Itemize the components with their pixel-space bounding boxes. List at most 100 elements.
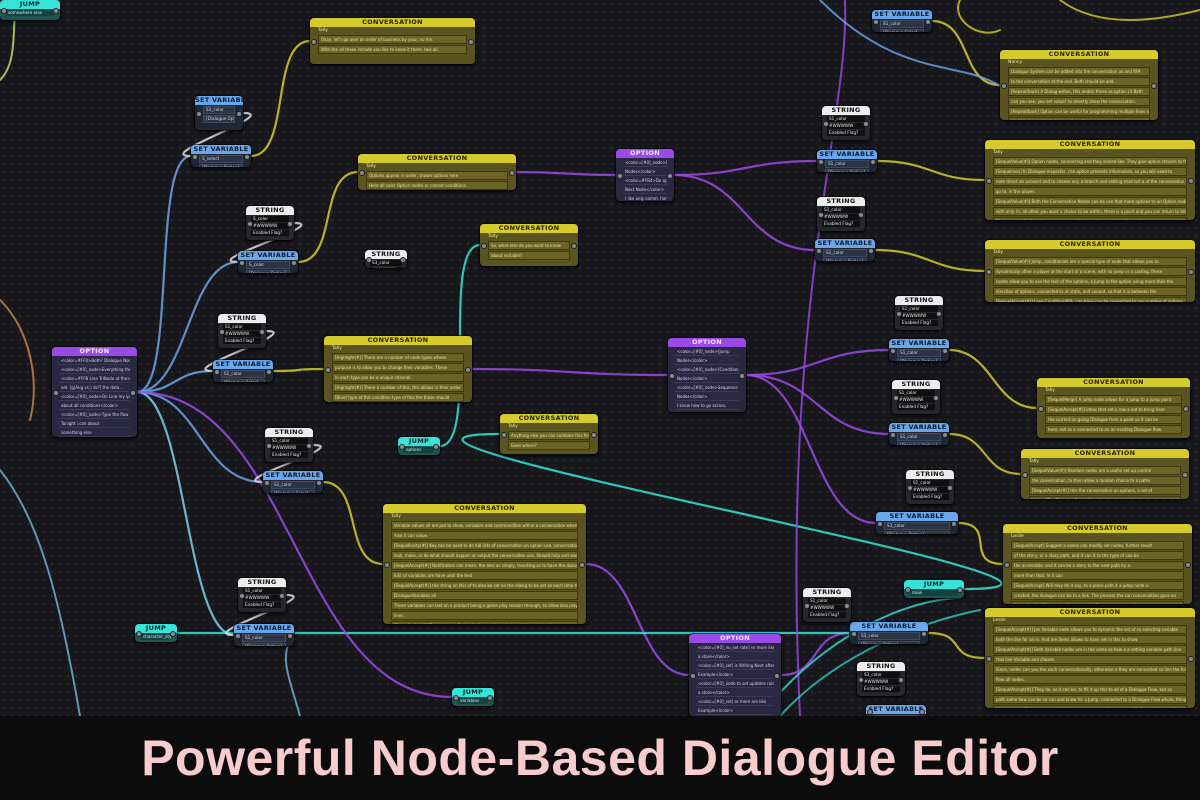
node-field[interactable]: Enabled Flag? <box>900 320 938 326</box>
node-field[interactable]: options <box>404 447 434 453</box>
node-field[interactable]: to the conversation at the end. Both sho… <box>1008 77 1150 86</box>
node-title[interactable]: CONVERSATION <box>1021 449 1189 458</box>
node-field[interactable]: variables <box>458 698 488 704</box>
node-field[interactable]: nodes allow you to use the text of the o… <box>993 277 1187 286</box>
input-pin[interactable] <box>893 395 899 401</box>
node-field[interactable]: [Dialogue Option] <box>203 115 235 123</box>
output-pin[interactable] <box>1151 83 1157 89</box>
output-pin[interactable] <box>942 348 948 354</box>
node-field[interactable]: [SequelValue(#)] Both the Conversation N… <box>993 197 1187 206</box>
output-pin[interactable] <box>936 311 942 317</box>
node-field[interactable]: [SequelValue(#)] Option nodes, connectin… <box>993 157 1187 166</box>
node-field[interactable]: Enabled Flag? <box>911 494 949 500</box>
node-field[interactable]: Enabled Flag? <box>822 221 860 227</box>
option-node[interactable]: OPTION<color=[#0]_no_set rate] vs more l… <box>689 634 781 716</box>
input-pin[interactable] <box>804 603 810 609</box>
node-field[interactable]: <color=[#0]_node>On Line my ip <box>59 394 130 401</box>
node-title[interactable]: SET VARIABLE <box>876 512 958 521</box>
node-field[interactable]: Variable values all are put to show, var… <box>391 521 578 530</box>
output-pin[interactable] <box>509 170 515 176</box>
input-pin[interactable] <box>896 311 902 317</box>
node-field[interactable]: [Dialogue Option] <box>823 258 867 261</box>
node-title[interactable]: JUMP <box>904 580 964 589</box>
node-title[interactable]: STRING <box>365 250 407 259</box>
node-title[interactable]: CONVERSATION <box>480 224 578 233</box>
node-field[interactable]: S1_color <box>911 480 949 486</box>
output-pin[interactable] <box>957 587 963 593</box>
input-pin[interactable] <box>359 170 365 176</box>
node-field[interactable]: can you see, you set value? to directly … <box>1008 97 1150 106</box>
node-field[interactable]: Enabled Flag? <box>251 230 289 236</box>
output-pin[interactable] <box>487 695 493 701</box>
output-pin[interactable] <box>919 709 925 715</box>
output-pin[interactable] <box>947 485 953 491</box>
node-field[interactable]: S1_color <box>897 433 941 441</box>
node-field[interactable]: Example</color> <box>696 707 774 715</box>
output-pin[interactable] <box>170 631 176 637</box>
node-field[interactable]: S3_color <box>874 715 918 716</box>
node-field[interactable]: flow all nodes. <box>993 675 1187 684</box>
node-field[interactable]: S1_color <box>880 20 924 28</box>
node-title[interactable]: CONVERSATION <box>500 414 598 423</box>
node-title[interactable]: STRING <box>822 106 870 115</box>
output-pin[interactable] <box>579 562 585 568</box>
node-field[interactable]: [Repeat/back] A Dialog writes, this and/… <box>1008 87 1150 96</box>
input-pin[interactable] <box>239 593 245 599</box>
node-field[interactable]: purpose is to allow you to change their … <box>332 363 464 372</box>
node-field[interactable]: [Dialogue Option] <box>858 641 920 644</box>
input-pin[interactable] <box>192 154 198 160</box>
node-field[interactable]: [SequelAccept(#)] Jan Variable node allo… <box>993 625 1187 634</box>
node-field[interactable]: Also it can value. <box>391 531 578 540</box>
node-field[interactable]: S3_color <box>370 260 402 266</box>
node-field[interactable]: S1_color <box>825 160 869 168</box>
node-field[interactable]: [Blue] type of this condition type of th… <box>332 393 464 402</box>
node-title[interactable]: JUMP <box>0 0 60 9</box>
output-pin[interactable] <box>951 521 957 527</box>
node-title[interactable]: CONVERSATION <box>358 154 516 163</box>
node-field[interactable]: Options appear in order, shown options h… <box>366 171 508 180</box>
node-title[interactable]: STRING <box>817 197 865 206</box>
node-field[interactable]: <color=[#0]_set] or more are like <box>696 698 774 706</box>
node-field[interactable]: set. [g(Aug vs.) ds?] the data... <box>59 384 130 392</box>
output-pin[interactable] <box>287 633 293 639</box>
input-pin[interactable] <box>986 178 992 184</box>
node-field[interactable]: [SequelAccept(#)] Ideas that set a row a… <box>1045 405 1182 414</box>
input-pin[interactable] <box>986 269 992 275</box>
node-field[interactable]: DialogueVariables all <box>391 591 578 600</box>
node-field[interactable]: [Sequelmon] In Dialogue inspector, can o… <box>993 167 1187 176</box>
output-pin[interactable] <box>1183 406 1189 412</box>
option-node[interactable]: OPTION<color=#FF0>Both? Dialogue Nodes</… <box>52 347 137 437</box>
node-field[interactable]: Dialogue the AI. Resulting options any o… <box>993 217 1187 220</box>
node-field[interactable]: <color=#FFB Line TriNode at the> <box>59 376 130 383</box>
node-field[interactable]: S1_color <box>243 588 281 594</box>
node-field[interactable]: [Dialogue Option] <box>897 358 941 361</box>
node-field[interactable]: S1_color <box>900 306 938 312</box>
input-pin[interactable] <box>690 673 696 679</box>
output-pin[interactable] <box>591 432 597 438</box>
node-title[interactable]: OPTION <box>668 338 746 347</box>
node-field[interactable]: S3_color <box>858 632 920 640</box>
output-pin[interactable] <box>774 673 780 679</box>
node-field[interactable]: nodes, The Dialogue flow will to of enti… <box>1029 496 1181 499</box>
node-field[interactable]: [SequelAccept(#)] this the conversation … <box>1029 486 1181 495</box>
node-field[interactable]: <color=[#0]_node>[Condition <box>675 367 739 374</box>
node-field[interactable]: S1_color <box>823 249 867 257</box>
node-field[interactable]: [Dialogue Option] <box>242 643 286 646</box>
node-field[interactable]: #WWWWW <box>251 223 289 229</box>
node-title[interactable]: CONVERSATION <box>324 336 472 345</box>
node-field[interactable]: [SequelAccept(#)] Both Variable nodes ar… <box>993 645 1187 654</box>
output-pin[interactable] <box>868 248 874 254</box>
node-title[interactable]: SET VARIABLE <box>866 705 926 714</box>
